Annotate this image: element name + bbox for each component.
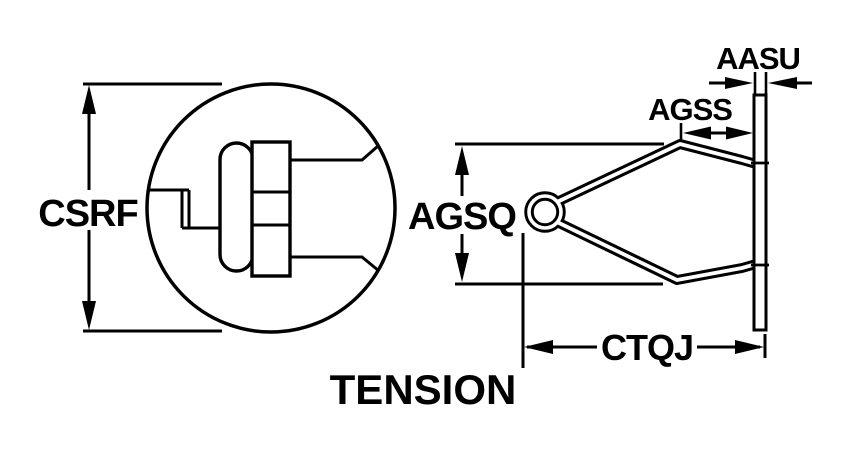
- ctqj-arrow-left-icon: [524, 340, 553, 354]
- agss-arrow-right-icon: [726, 126, 753, 140]
- spring-clip-view: [524, 93, 769, 332]
- agss-dimension: [679, 123, 753, 142]
- agss-label: AGSS: [648, 92, 732, 127]
- aasu-arrow-left-icon: [768, 77, 797, 89]
- aasu-dimension: [709, 72, 812, 94]
- figure-caption: TENSION: [330, 366, 517, 413]
- leader-line-bottom: [290, 255, 380, 273]
- ctqj-label: CTQJ: [601, 327, 693, 368]
- aasu-label: AASU: [716, 41, 800, 76]
- spring-wire-black: [524, 139, 758, 285]
- spring-wire-core: [527, 142, 757, 282]
- detail-circle: [145, 82, 397, 334]
- grommet-capsule: [218, 141, 255, 273]
- mounting-plate: [752, 93, 768, 332]
- agsq-dimension: [455, 142, 664, 286]
- dimension-labels: CSRF AGSQ AASU AGSS CTQJ TENSION: [38, 41, 801, 413]
- agsq-arrow-up-icon: [455, 146, 469, 175]
- csrf-arrow-up-icon: [82, 85, 96, 114]
- aasu-arrow-right-icon: [725, 77, 753, 89]
- spring-arm-upper: [554, 139, 758, 207]
- detail-view: [145, 82, 397, 334]
- csrf-arrow-down-icon: [82, 301, 96, 330]
- clip-body-block: [250, 140, 292, 278]
- ctqj-arrow-right-icon: [735, 340, 764, 354]
- csrf-label: CSRF: [38, 193, 137, 235]
- agsq-arrow-down-icon: [455, 253, 469, 282]
- leader-line-top: [290, 144, 379, 162]
- ctqj-dimension: [521, 233, 767, 368]
- panel-step-line: [147, 188, 220, 230]
- csrf-dimension: [82, 82, 222, 333]
- agss-arrow-left-icon: [683, 126, 711, 140]
- agsq-label: AGSQ: [408, 196, 516, 238]
